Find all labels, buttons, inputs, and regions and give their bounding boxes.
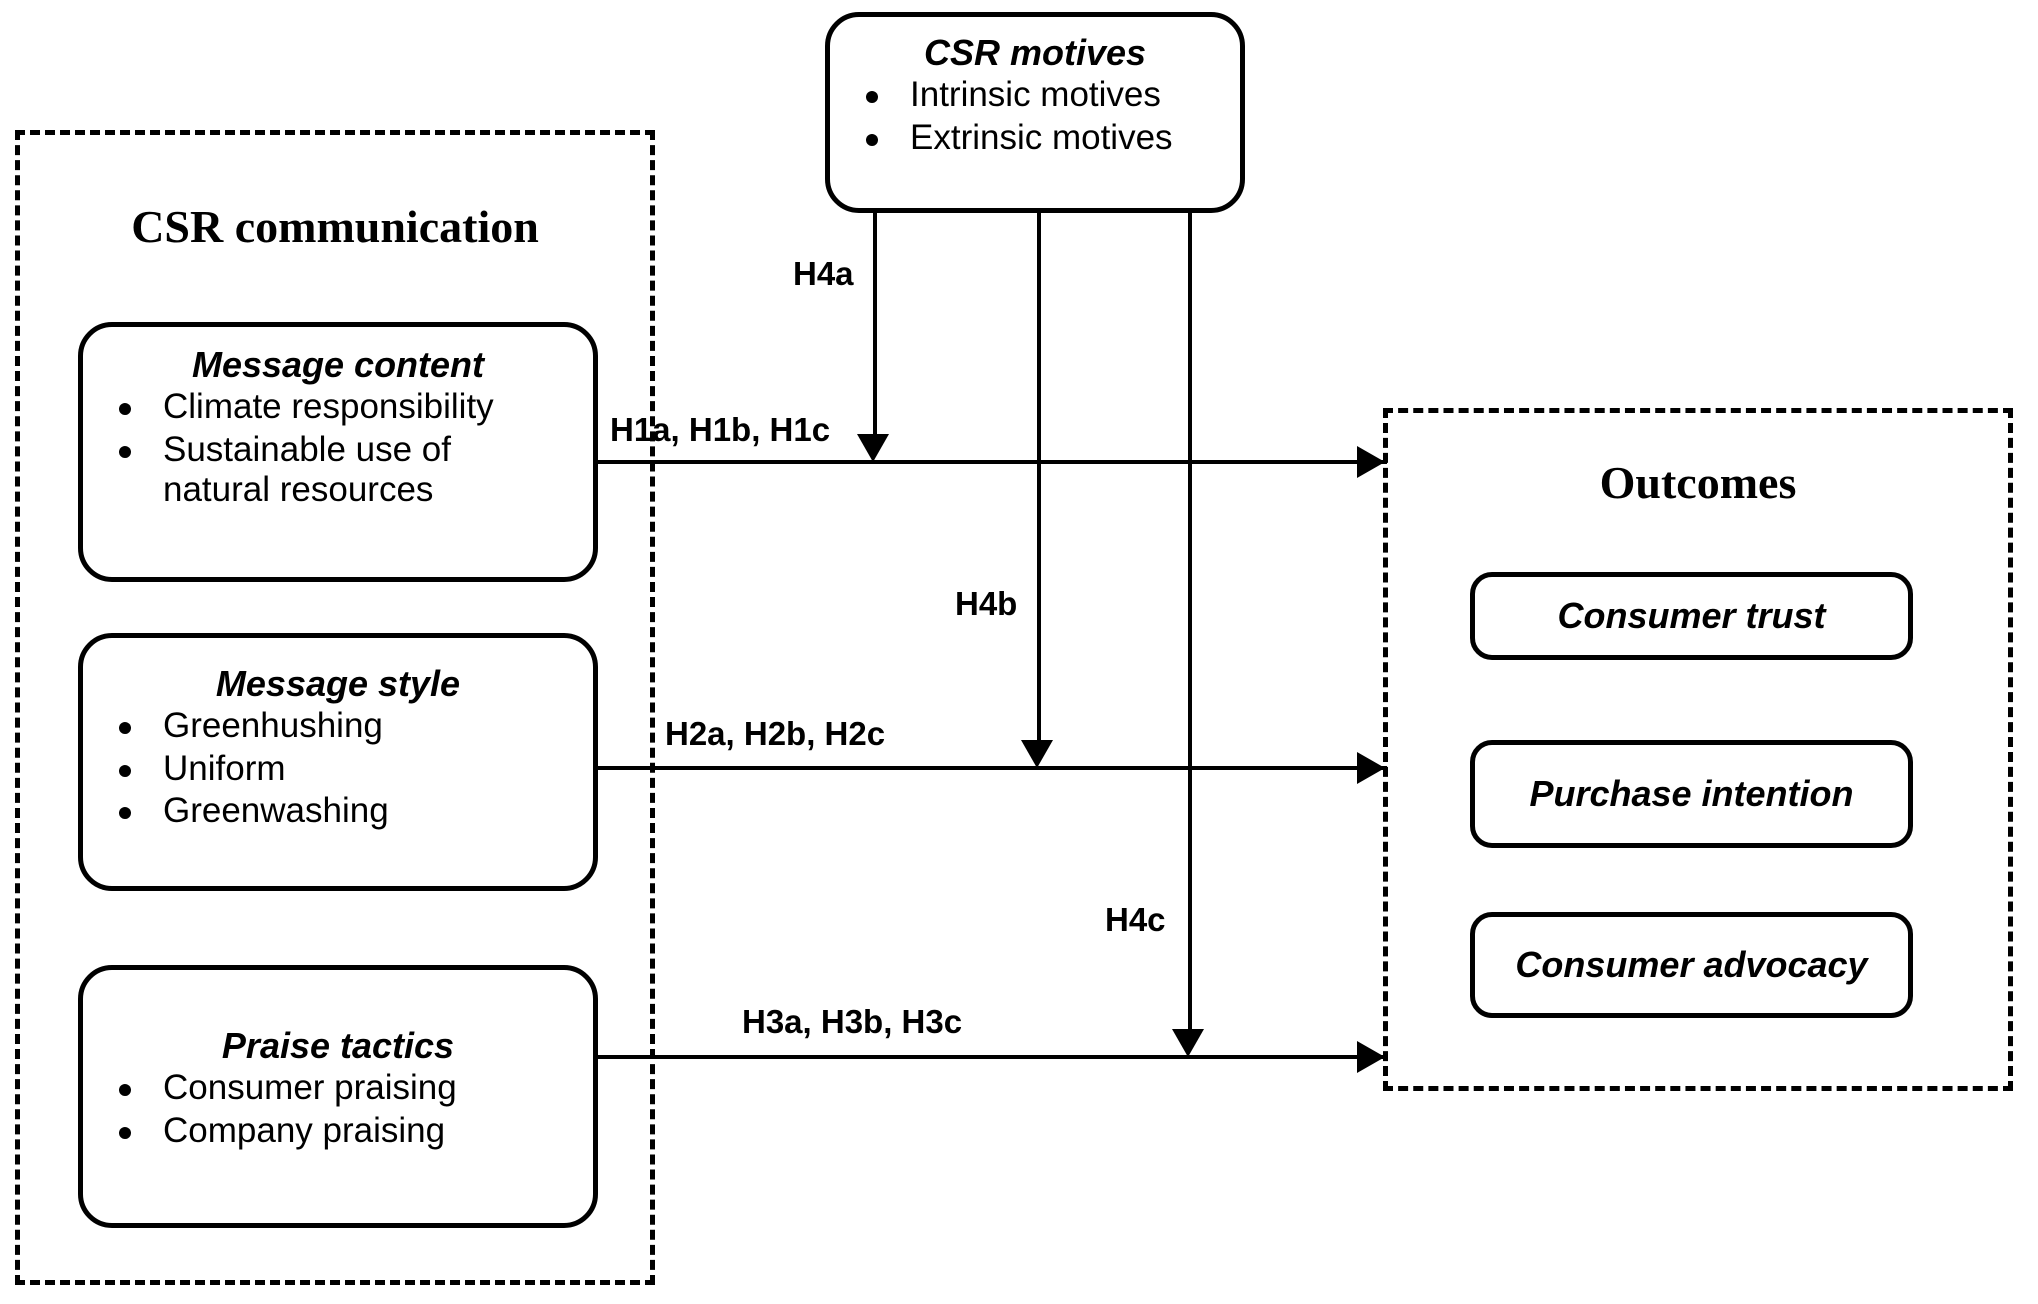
list-item: Intrinsic motives [848,75,1222,116]
message-content-title: Message content [191,344,485,385]
csr-communication-group [15,130,655,1285]
message-style-list: Greenhushing Uniform Greenwashing [101,706,575,833]
h4c-connector-line [1188,213,1192,1031]
list-item: Greenhushing [101,706,575,747]
bullet-dot-icon [119,764,131,777]
consumer-trust-box[interactable]: Consumer trust [1470,572,1913,660]
csr-motives-list: Intrinsic motives Extrinsic motives [848,75,1222,159]
list-item: Uniform [101,749,575,790]
h3-label: H3a, H3b, H3c [742,1003,963,1040]
h3-arrowhead-icon [1357,1041,1385,1073]
list-item-label: Extrinsic motives [910,117,1173,157]
csr-motives-box[interactable]: CSR motives Intrinsic motives Extrinsic … [825,12,1245,213]
h3-connector-line [598,1055,1387,1059]
message-style-title: Message style [215,663,461,704]
outcomes-group [1383,408,2013,1091]
bullet-dot-icon [119,1126,131,1139]
praise-tactics-box[interactable]: Praise tactics Consumer praising Company… [78,965,598,1228]
outcomes-heading: Outcomes [1599,457,1797,508]
consumer-trust-label: Consumer trust [1557,595,1826,636]
message-content-list: Climate responsibility Sustainable use o… [101,387,575,512]
list-item-label: Consumer praising [163,1067,457,1107]
list-item: Company praising [101,1111,575,1152]
h4b-label: H4b [955,585,1018,622]
h1-label: H1a, H1b, H1c [610,411,831,448]
h4c-label: H4c [1105,901,1166,938]
purchase-intention-label: Purchase intention [1529,773,1854,814]
praise-tactics-list: Consumer praising Company praising [101,1068,575,1152]
purchase-intention-box[interactable]: Purchase intention [1470,740,1913,848]
bullet-dot-icon [119,402,131,415]
consumer-advocacy-label: Consumer advocacy [1515,944,1868,985]
list-item: Climate responsibility [101,387,575,428]
h4a-connector-line [873,213,877,436]
h1-connector-line [598,460,1387,464]
list-item-label: Intrinsic motives [910,74,1161,114]
h2-arrowhead-icon [1357,752,1385,784]
list-item-label: Company praising [163,1110,446,1150]
bullet-dot-icon [119,807,131,820]
message-content-box[interactable]: Message content Climate responsibility S… [78,322,598,582]
h4c-arrowhead-icon [1172,1029,1204,1057]
list-item: Greenwashing [101,791,575,832]
h4a-arrowhead-icon [857,434,889,462]
praise-tactics-title: Praise tactics [221,1025,455,1066]
h4a-label: H4a [793,255,854,292]
list-item: Consumer praising [101,1068,575,1109]
consumer-advocacy-box[interactable]: Consumer advocacy [1470,912,1913,1018]
list-item-label-continued: natural resources [163,470,434,510]
list-item: Sustainable use of natural resources [101,430,575,512]
list-item-label: Sustainable use of [163,429,451,469]
bullet-dot-icon [866,133,878,146]
list-item: Extrinsic motives [848,118,1222,159]
h2-connector-line [598,766,1387,770]
list-item-label: Uniform [163,748,286,788]
list-item-label: Climate responsibility [163,386,494,426]
message-style-box[interactable]: Message style Greenhushing Uniform Green… [78,633,598,891]
h4b-connector-line [1037,213,1041,742]
csr-communication-heading: CSR communication [131,201,539,252]
h1-arrowhead-icon [1357,446,1385,478]
list-item-label: Greenwashing [163,791,389,831]
bullet-dot-icon [119,1083,131,1096]
h2-label: H2a, H2b, H2c [665,715,886,752]
bullet-dot-icon [119,721,131,734]
csr-motives-title: CSR motives [923,32,1147,73]
h4b-arrowhead-icon [1021,740,1053,768]
bullet-dot-icon [119,445,131,458]
list-item-label: Greenhushing [163,705,383,745]
bullet-dot-icon [866,90,878,103]
